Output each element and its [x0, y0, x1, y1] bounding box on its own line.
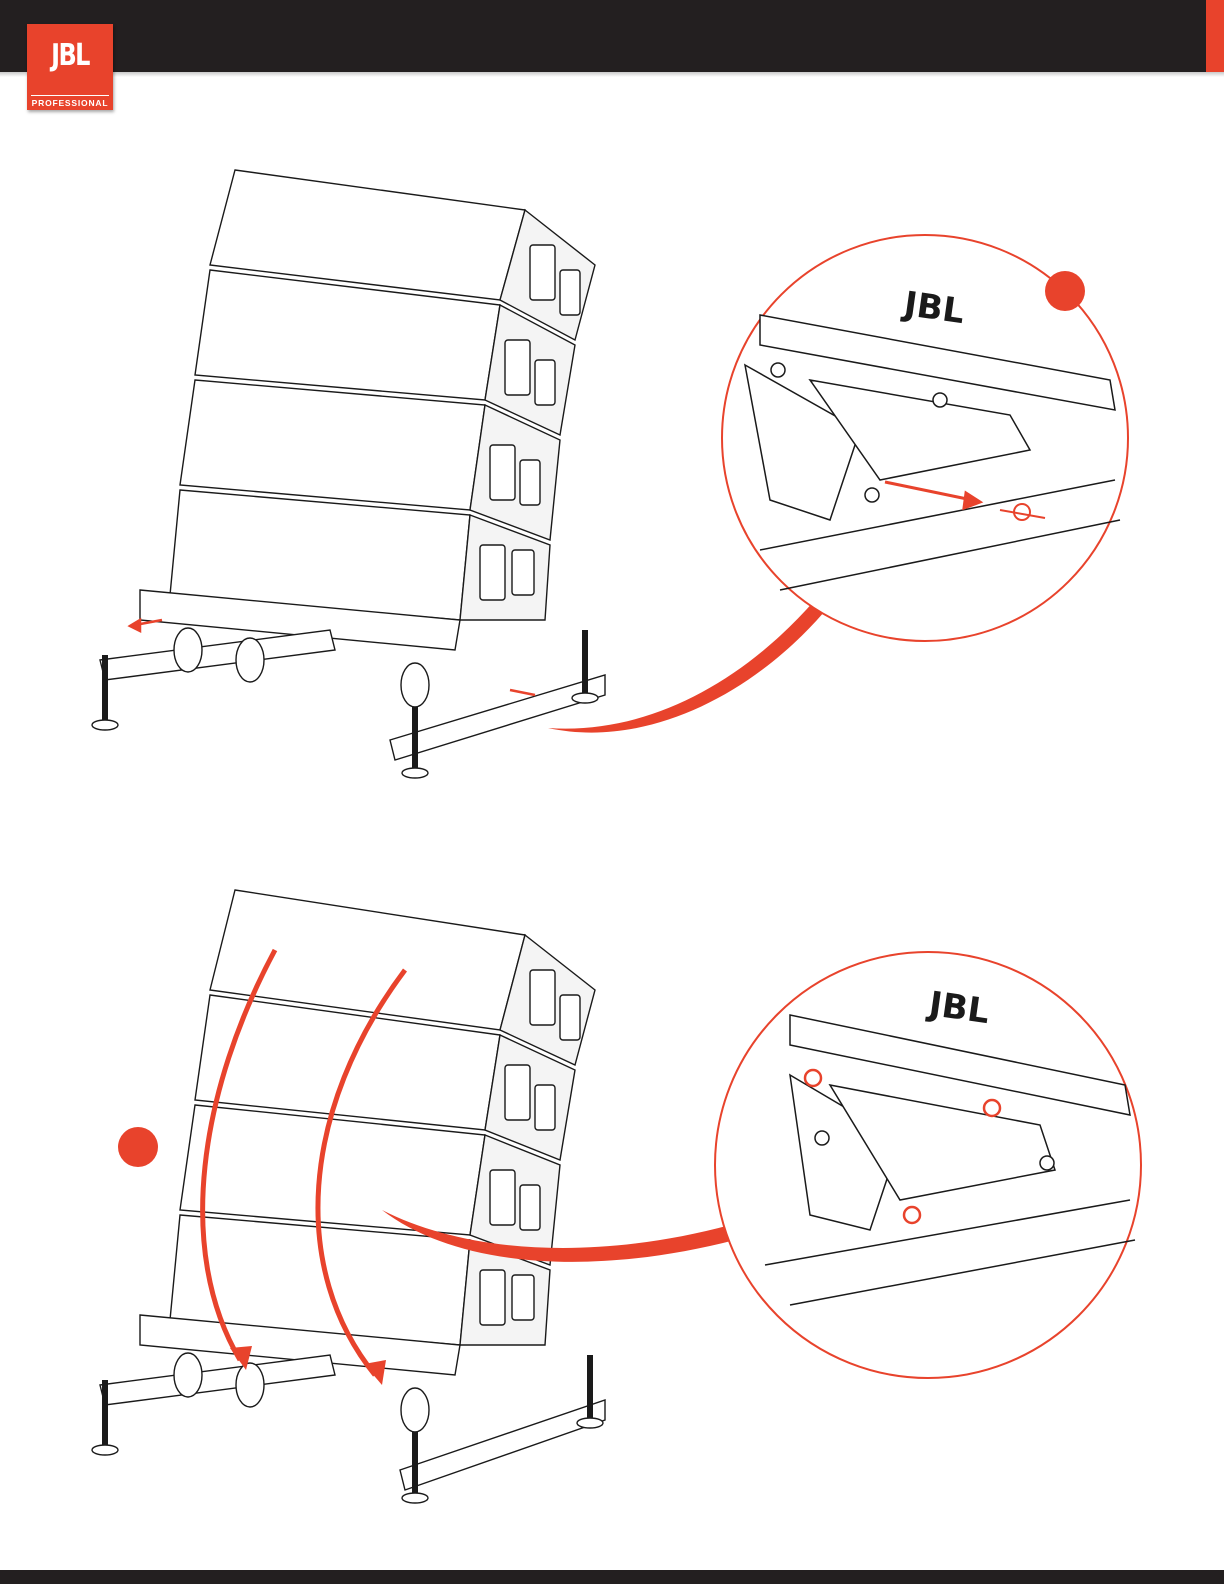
logo-rule — [31, 95, 109, 96]
speaker-stack-top — [92, 170, 605, 778]
logo-subtext: PROFESSIONAL — [27, 98, 113, 108]
footer-bar — [0, 1570, 1224, 1584]
detail-circle-bottom: JBL — [715, 952, 1141, 1378]
header-shadow — [0, 72, 1224, 77]
step-marker-2 — [118, 1127, 158, 1167]
header-bar — [0, 0, 1206, 72]
step-marker-1 — [1045, 271, 1085, 311]
header-accent — [1206, 0, 1224, 72]
speaker-stack-bottom — [92, 890, 605, 1503]
illustration-bottom: JBL — [0, 870, 1224, 1570]
jbl-logo: JBL PROFESSIONAL — [27, 24, 113, 110]
logo-mark: JBL — [36, 38, 105, 73]
illustration-top: JBL — [0, 150, 1224, 850]
callout-leader-top — [548, 600, 830, 733]
